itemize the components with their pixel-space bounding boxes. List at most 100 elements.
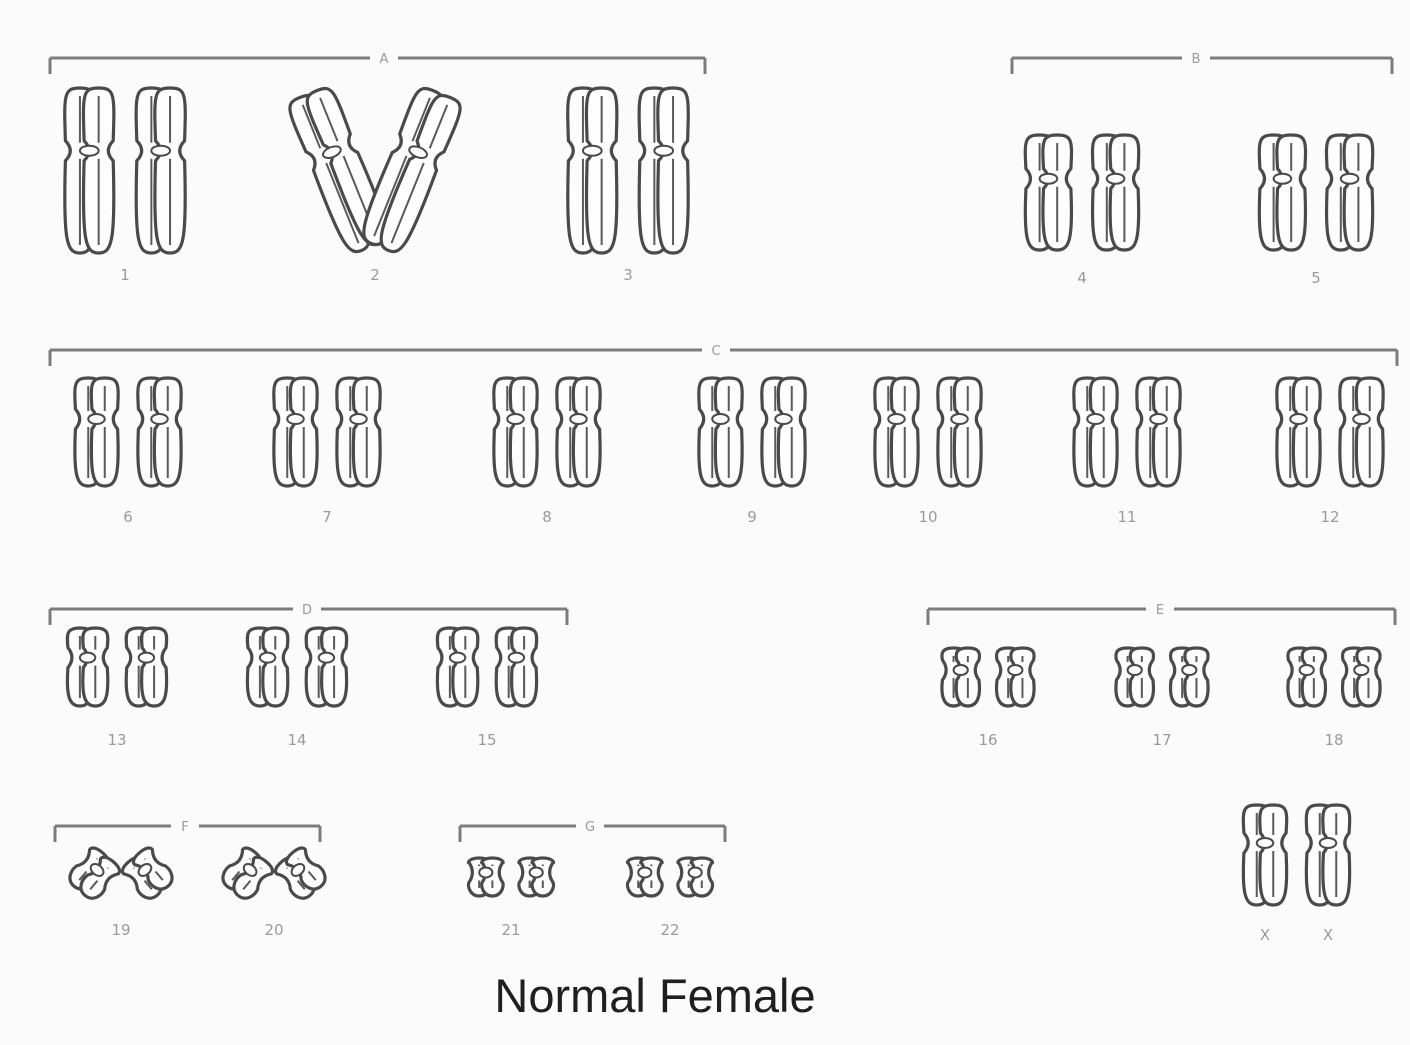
chromosome-12-b xyxy=(1338,376,1385,488)
chromosome-pair-10 xyxy=(873,376,983,488)
pair-number-7: 7 xyxy=(322,508,332,526)
pair-number-4: 4 xyxy=(1077,269,1087,287)
chromosome-7-a xyxy=(272,376,319,488)
chromosome-17-b xyxy=(1168,646,1210,708)
chromosome-pair-8 xyxy=(492,376,602,488)
chromosome-pair-17 xyxy=(1114,646,1210,708)
chromosome-11-b xyxy=(1135,376,1182,488)
chromosome-21-b xyxy=(517,856,556,898)
chromosome-2-a xyxy=(288,86,388,254)
chromosome-pair-2 xyxy=(288,86,462,254)
chromosome-15-a xyxy=(435,626,480,708)
chromosome-6-a xyxy=(73,376,120,488)
chromosome-pair-4 xyxy=(1023,133,1141,252)
group-letter-f: F xyxy=(181,820,188,835)
chromosome-20-a xyxy=(221,846,275,900)
pair-number-8: 8 xyxy=(542,508,552,526)
pair-number-12: 12 xyxy=(1320,508,1339,526)
chromosome-10-a xyxy=(873,376,920,488)
pair-number-18: 18 xyxy=(1324,731,1343,749)
chromosome-16-a xyxy=(940,646,982,708)
group-letter-e: E xyxy=(1156,603,1164,618)
chromosome-21-a xyxy=(466,856,505,898)
pair-number-22: 22 xyxy=(660,921,679,939)
chromosome-13-b xyxy=(124,626,169,708)
chromosome-19-a xyxy=(68,846,122,900)
group-bracket-e xyxy=(926,607,1397,625)
group-letter-g: G xyxy=(585,820,595,835)
chromosome-pair-7 xyxy=(272,376,382,488)
chromosome-pair-22 xyxy=(625,856,715,898)
chromosome-pair-13 xyxy=(65,626,169,708)
chromosome-18-b xyxy=(1340,646,1382,708)
chromosome-5-a xyxy=(1257,133,1308,252)
chromosome-22-b xyxy=(676,856,715,898)
chromosome-pair-5 xyxy=(1257,133,1375,252)
pair-number-14: 14 xyxy=(287,731,306,749)
chromosome-22-a xyxy=(625,856,664,898)
group-letter-a: A xyxy=(380,52,389,67)
chromosome-pair-20 xyxy=(221,846,327,900)
chromosome-pair-12 xyxy=(1275,376,1385,488)
chromosome-9-a xyxy=(697,376,744,488)
group-bracket-d xyxy=(48,607,569,625)
chromosome-pair-16 xyxy=(940,646,1036,708)
chromosome-3-a xyxy=(566,86,619,255)
chromosome-7-b xyxy=(335,376,382,488)
chromosome-14-a xyxy=(245,626,290,708)
group-bracket-a xyxy=(48,56,707,74)
pair-number-19: 19 xyxy=(111,921,130,939)
chromosome-x-b xyxy=(1304,803,1352,907)
chromosome-19-b xyxy=(120,846,174,900)
chromosome-9-b xyxy=(760,376,807,488)
chromosome-14-b xyxy=(304,626,349,708)
chromosome-pair-x xyxy=(1241,803,1352,907)
chromosome-5-b xyxy=(1324,133,1375,252)
pair-number-10: 10 xyxy=(918,508,937,526)
chromosome-18-a xyxy=(1286,646,1328,708)
chromosome-2-b xyxy=(362,86,462,254)
chromosome-4-b xyxy=(1090,133,1141,252)
chromosome-11-a xyxy=(1072,376,1119,488)
pair-number-3: 3 xyxy=(623,266,633,284)
group-letter-d: D xyxy=(302,603,312,618)
chromosome-x-a xyxy=(1241,803,1289,907)
pair-number-6: 6 xyxy=(123,508,133,526)
pair-number-20: 20 xyxy=(264,921,283,939)
group-bracket-c xyxy=(48,348,1399,366)
chromosome-pair-15 xyxy=(435,626,539,708)
group-letter-b: B xyxy=(1192,52,1201,67)
group-letter-c: C xyxy=(711,344,720,359)
pair-number-11: 11 xyxy=(1117,508,1136,526)
chromosome-pair-6 xyxy=(73,376,183,488)
chromosome-17-a xyxy=(1114,646,1156,708)
pair-number-9: 9 xyxy=(747,508,757,526)
group-bracket-f xyxy=(53,824,322,842)
diagram-caption: Normal Female xyxy=(494,969,815,1022)
pair-number-1: 1 xyxy=(120,266,130,284)
pair-number-21: 21 xyxy=(501,921,520,939)
chromosome-20-b xyxy=(273,846,327,900)
chromosome-16-b xyxy=(994,646,1036,708)
pair-number-16: 16 xyxy=(978,731,997,749)
chromosome-1-b xyxy=(134,86,187,255)
chromosome-8-b xyxy=(555,376,602,488)
pair-number-2: 2 xyxy=(370,266,380,284)
sex-chromosome-label: X xyxy=(1260,926,1270,944)
chromosome-pairs xyxy=(63,86,1385,907)
chromosome-pair-14 xyxy=(245,626,349,708)
chromosome-13-a xyxy=(65,626,110,708)
chromosome-15-b xyxy=(494,626,539,708)
chromosome-6-b xyxy=(136,376,183,488)
pair-number-13: 13 xyxy=(107,731,126,749)
pair-number-5: 5 xyxy=(1311,269,1321,287)
sex-chromosome-label: X xyxy=(1323,926,1333,944)
group-bracket-g xyxy=(458,824,727,842)
chromosome-3-b xyxy=(637,86,690,255)
chromosome-pair-1 xyxy=(63,86,187,255)
pair-number-17: 17 xyxy=(1152,731,1171,749)
pair-number-15: 15 xyxy=(477,731,496,749)
chromosome-pair-11 xyxy=(1072,376,1182,488)
